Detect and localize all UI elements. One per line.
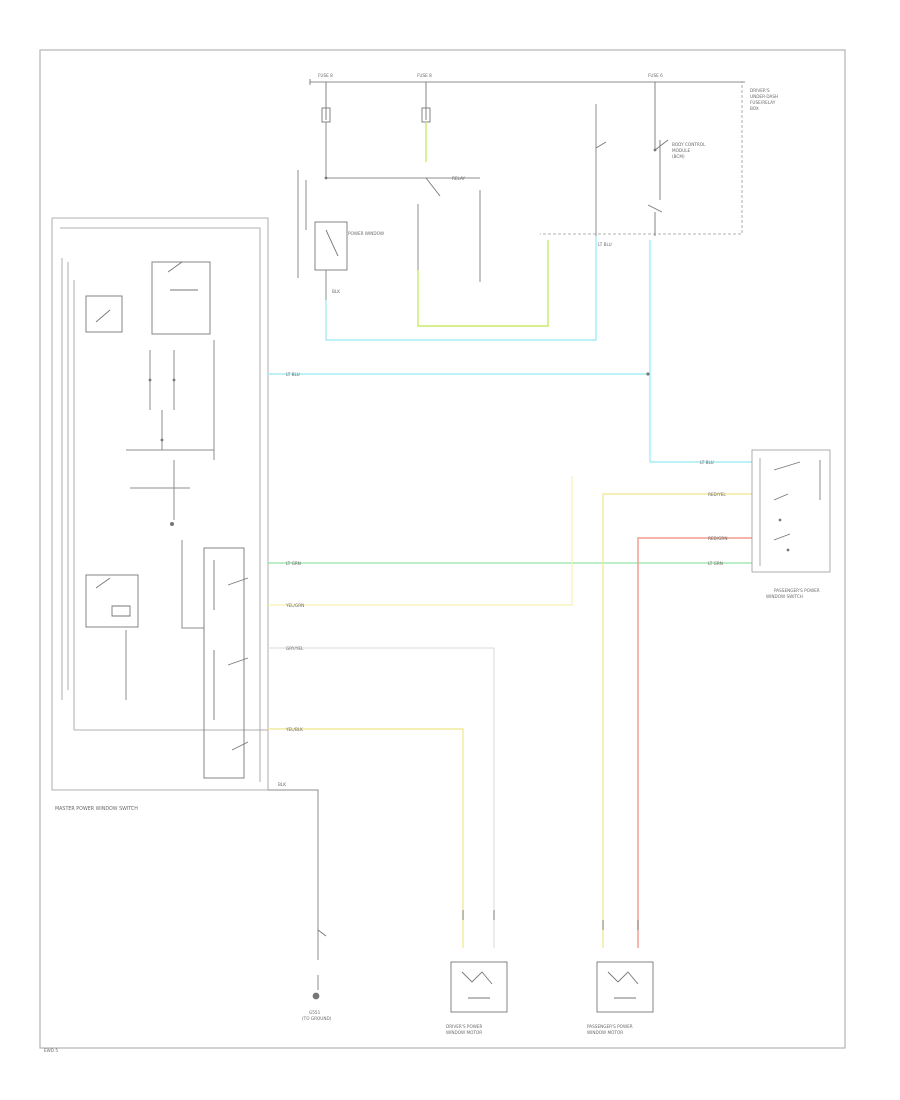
wire-label-gry-yel: GRY/YEL xyxy=(286,646,304,651)
wire-label-lt-grn: LT GRN xyxy=(286,561,301,566)
wire-label-top-2: LT BLU xyxy=(598,242,612,247)
wire-label-right-1: LT BLU xyxy=(700,460,714,465)
wire-label-blk: BLK xyxy=(278,782,286,787)
fuse-box-note: DRIVER'S UNDER-DASH FUSE/RELAY BOX xyxy=(750,88,780,111)
wire-red-grn xyxy=(637,537,752,948)
ground-label: G551 (TO GROUND) xyxy=(302,1010,332,1021)
wire-label-right-2: RED/YEL xyxy=(708,492,726,497)
passenger-switch-title: PASSENGER'S POWER WINDOW SWITCH xyxy=(766,588,821,599)
master-switch-title: MASTER POWER WINDOW SWITCH xyxy=(55,806,138,812)
wire-lt-blu-top xyxy=(325,236,597,341)
wire-label-yel-blk: YEL/BLK xyxy=(285,727,303,732)
passenger-motor-label: PASSENGER'S POWER WINDOW MOTOR xyxy=(587,1024,634,1035)
diagram-frame xyxy=(39,49,846,1049)
relay-label-2: RELAY xyxy=(452,176,466,181)
figure-code: EWD 5 xyxy=(44,1048,58,1053)
driver-window-motor xyxy=(450,961,508,1013)
fuse-label-1: FUSE 8 xyxy=(318,73,333,78)
wire-label-top-1: BLK xyxy=(332,289,340,294)
fuse-label-2: FUSE 8 xyxy=(417,73,432,78)
fuse-label-3: FUSE 6 xyxy=(648,73,663,78)
wire-label-right-4: LT GRN xyxy=(708,561,723,566)
wire-yel-blk xyxy=(268,728,464,948)
wire-yel-grn-top xyxy=(417,240,549,327)
fuse-box xyxy=(297,79,745,300)
passenger-window-motor xyxy=(596,961,654,1013)
bcm-label: BODY CONTROL MODULE (BCM) xyxy=(672,142,707,159)
ground-symbol xyxy=(268,789,327,1000)
wire-gry-yel xyxy=(268,647,495,948)
wire-label-lt-blu: LT BLU xyxy=(286,372,300,377)
wire-label-right-3: RED/GRN xyxy=(708,536,727,541)
wire-label-yel-grn: YEL/GRN xyxy=(285,603,304,608)
wire-yel-top xyxy=(268,476,573,606)
master-switch-box xyxy=(51,217,269,791)
passenger-switch-box xyxy=(751,449,831,573)
wire-yel-right xyxy=(602,493,752,948)
driver-motor-label: DRIVER'S POWER WINDOW MOTOR xyxy=(446,1024,484,1035)
relay-label: POWER WINDOW xyxy=(348,231,384,236)
wire-lt-blu-right xyxy=(649,240,752,463)
